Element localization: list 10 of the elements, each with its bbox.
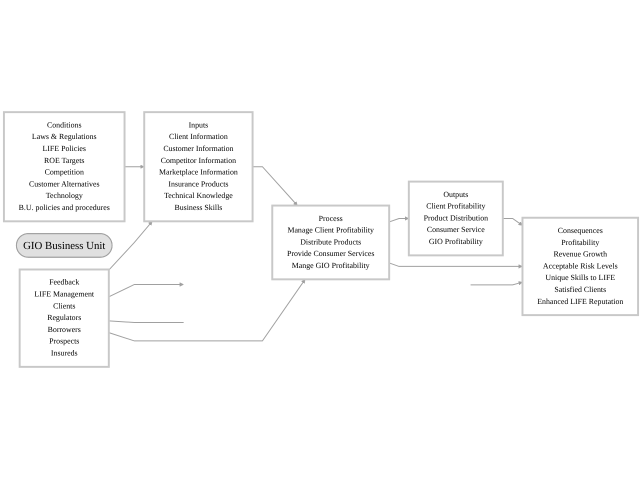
arrow (388, 262, 523, 269)
arrow (502, 218, 523, 226)
arrow (124, 164, 144, 169)
arrow (388, 216, 410, 222)
connector (108, 320, 184, 323)
arrow (108, 221, 152, 271)
arrow (108, 279, 306, 342)
arrow (108, 282, 184, 298)
arrow (252, 166, 298, 206)
arrow (470, 281, 523, 286)
